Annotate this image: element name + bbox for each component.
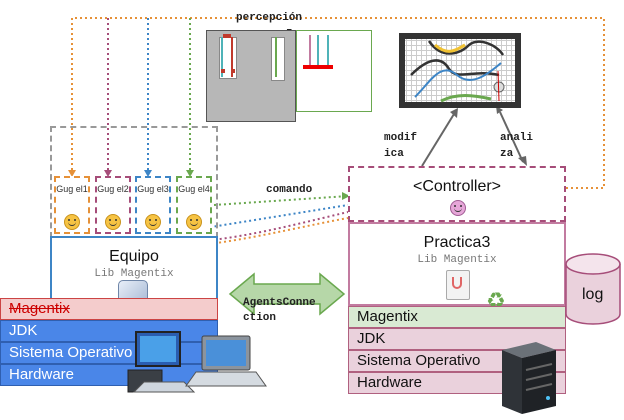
agents-connection-arrow <box>228 272 346 316</box>
sensor-image-white <box>296 30 372 112</box>
left-layer-magentix: Magentix <box>0 298 218 320</box>
smile-icon <box>105 214 121 230</box>
left-layer-hardware: Hardware <box>0 364 218 386</box>
perception-label: percepción <box>236 12 303 24</box>
agent-gugel2[interactable]: Gug el2 <box>95 176 131 234</box>
modifica-label: modif ica <box>384 132 418 160</box>
controller-title: <Controller> <box>412 178 502 195</box>
server-icon <box>502 342 556 414</box>
equipo-subtitle: Lib Magentix <box>94 268 174 280</box>
computers-icon <box>127 331 267 393</box>
agent-label: Gug el2 <box>97 184 129 194</box>
comando-label: comando <box>266 184 313 196</box>
analiza-label: anali za <box>500 132 534 160</box>
smile-icon <box>450 200 466 216</box>
map-image <box>399 33 521 108</box>
agent-label: Gug el4 <box>178 184 210 194</box>
smile-icon <box>186 214 202 230</box>
log-database-icon <box>565 253 621 325</box>
agents-connection-label: AgentsConne ction <box>243 297 316 324</box>
agent-gugel1[interactable]: Gug el1 <box>54 176 90 234</box>
log-label: log <box>582 286 604 303</box>
smile-icon <box>145 214 161 230</box>
right-layer-jdk: JDK <box>348 328 566 350</box>
agent-gugel4[interactable]: Gug el4 <box>176 176 212 234</box>
agent-gugel3[interactable]: Gug el3 <box>135 176 171 234</box>
sensor-image-gray <box>206 30 296 122</box>
java-file-icon <box>446 270 470 300</box>
right-layer-magentix: Magentix <box>348 306 566 328</box>
controller-box[interactable]: <Controller> <box>348 166 566 222</box>
smile-icon <box>64 214 80 230</box>
agent-label: Gug el3 <box>137 184 169 194</box>
practica-subtitle: Lib Magentix <box>417 254 497 266</box>
agent-label: Gug el1 <box>56 184 88 194</box>
equipo-title: Equipo <box>109 248 159 265</box>
practica-title: Practica3 <box>423 234 491 251</box>
practica-box[interactable]: Practica3 Lib Magentix ♻ <box>348 222 566 312</box>
